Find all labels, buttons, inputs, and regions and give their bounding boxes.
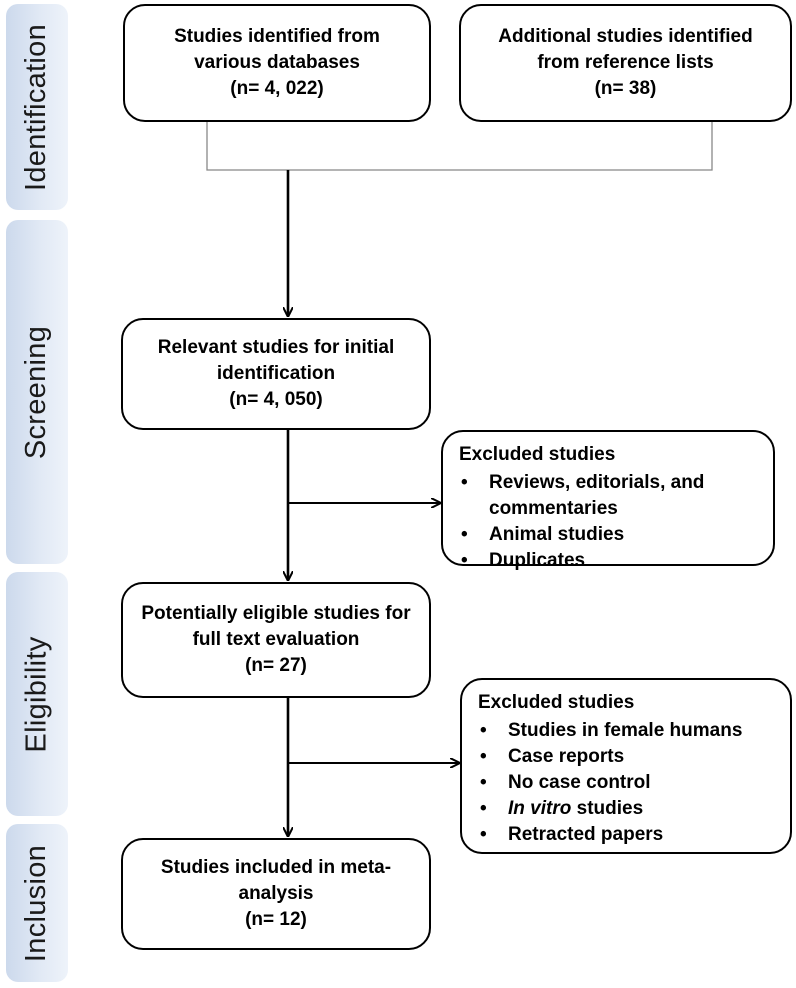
excluded-eligibility-item: Studies in female humans [478,718,776,744]
box-reference-studies: Additional studies identified from refer… [459,4,792,122]
box-included-studies: Studies included in meta- analysis (n= 1… [121,838,431,950]
excluded-eligibility-item: Retracted papers [478,822,776,848]
reference-studies-count: (n= 38) [594,78,657,99]
included-studies-line2: analysis [238,882,314,904]
eligible-studies-line2: full text evaluation [192,628,360,650]
identification-merge-bracket [206,122,713,171]
excluded-screening-list: Reviews, editorials, and commentaries An… [459,470,759,574]
box-database-studies: Studies identified from various database… [123,4,431,122]
database-studies-line1: Studies identified from [174,25,380,47]
initial-studies-line1: Relevant studies for initial [157,336,395,358]
eligible-studies-line1: Potentially eligible studies for [141,602,411,624]
phase-inclusion: Inclusion [6,824,68,982]
excluded-eligibility-title: Excluded studies [478,692,635,713]
excluded-screening-item: Duplicates [459,548,759,574]
excluded-screening-title: Excluded studies [459,444,616,465]
initial-studies-line2: identification [216,362,336,384]
phase-identification: Identification [6,4,68,210]
eligible-studies-count: (n= 27) [245,655,307,676]
excluded-screening-item: Animal studies [459,522,759,548]
reference-studies-line1: Additional studies identified [498,25,753,47]
phase-eligibility: Eligibility [6,572,68,816]
database-studies-count: (n= 4, 022) [230,78,324,99]
box-excluded-eligibility: Excluded studies Studies in female human… [460,678,792,854]
excluded-eligibility-item: Case reports [478,744,776,770]
database-studies-line2: various databases [194,51,360,73]
in-vitro-suffix: studies [576,798,644,820]
box-excluded-screening: Excluded studies Reviews, editorials, an… [441,430,775,574]
box-initial-studies: Relevant studies for initial identificat… [121,318,431,430]
reference-studies-line2: from reference lists [537,51,714,73]
in-vitro-term: In vitro [508,798,572,820]
box-eligible-studies: Potentially eligible studies for full te… [121,582,431,698]
excluded-eligibility-item: No case control [478,770,776,796]
included-studies-line1: Studies included in meta- [160,856,392,878]
excluded-eligibility-list: Studies in female humans Case reports No… [478,718,776,848]
initial-studies-count: (n= 4, 050) [229,389,323,410]
excluded-screening-item: Reviews, editorials, and commentaries [459,470,759,522]
phase-screening: Screening [6,220,68,564]
excluded-eligibility-item: In vitro studies [478,796,776,822]
included-studies-count: (n= 12) [245,909,307,930]
